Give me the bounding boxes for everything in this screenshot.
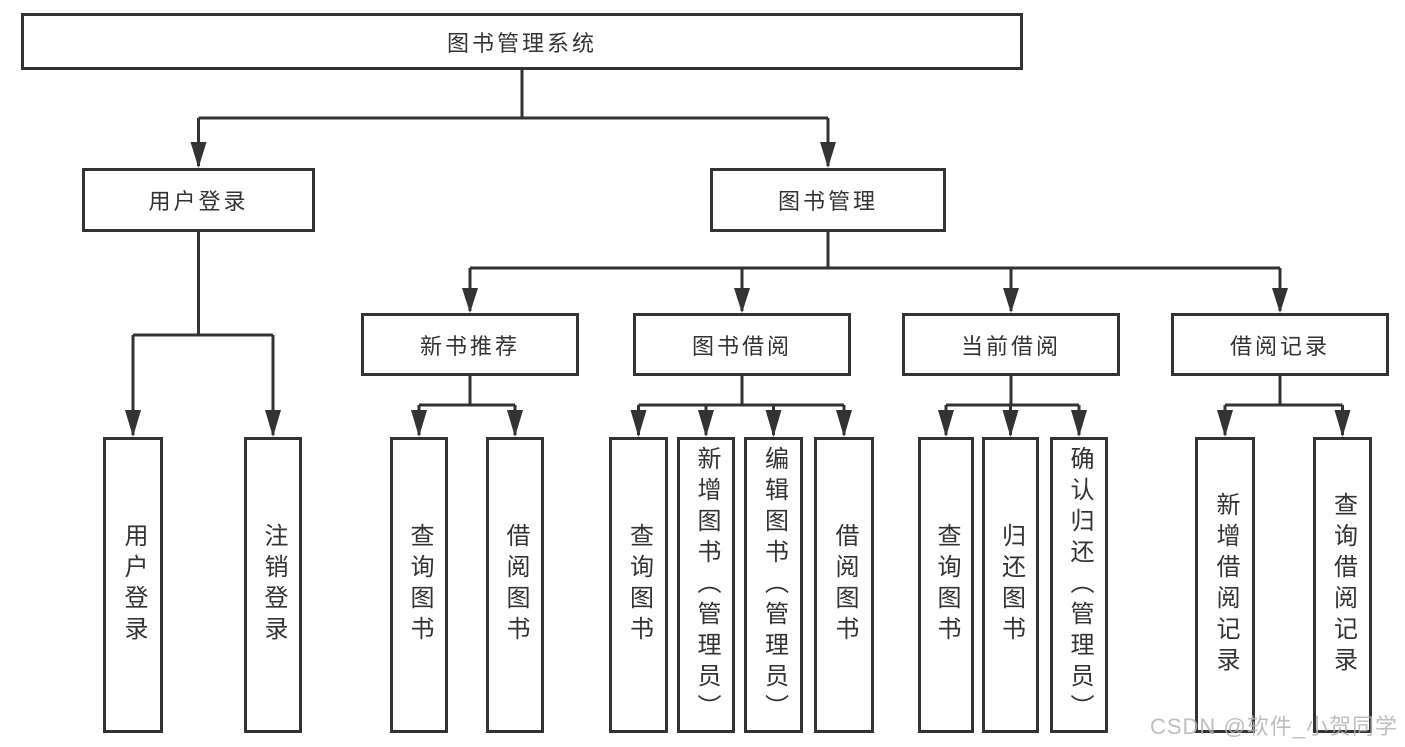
leaf-query-borrow-record: 查询借阅记录 bbox=[1313, 437, 1372, 733]
node-borrow-records-label: 借阅记录 bbox=[1229, 333, 1330, 359]
leaf-add-borrow-record-label: 新增借阅记录 bbox=[1212, 492, 1239, 678]
leaf-query-books-recommend: 查询图书 bbox=[390, 437, 448, 733]
leaf-borrow-books-label: 借阅图书 bbox=[831, 523, 858, 647]
leaf-confirm-return-admin-label: 确认归还（管理员） bbox=[1066, 445, 1093, 725]
leaf-confirm-return-admin: 确认归还（管理员） bbox=[1050, 437, 1108, 733]
node-borrow-records: 借阅记录 bbox=[1171, 313, 1389, 376]
leaf-borrow-books: 借阅图书 bbox=[814, 437, 874, 733]
leaf-return-books: 归还图书 bbox=[982, 437, 1039, 733]
leaf-edit-books-admin-label: 编辑图书（管理员） bbox=[760, 445, 788, 725]
leaf-logout-label: 注销登录 bbox=[260, 523, 287, 647]
leaf-add-borrow-record: 新增借阅记录 bbox=[1195, 437, 1255, 733]
leaf-return-books-label: 归还图书 bbox=[997, 523, 1025, 647]
leaf-add-books-admin-label: 新增图书（管理员） bbox=[693, 445, 720, 725]
leaf-add-books-admin: 新增图书（管理员） bbox=[677, 437, 735, 733]
leaf-user-login: 用户登录 bbox=[103, 437, 163, 733]
node-new-book-recommend: 新书推荐 bbox=[361, 313, 579, 376]
leaf-query-books-borrow: 查询图书 bbox=[609, 437, 668, 733]
node-user-login-label: 用户登录 bbox=[148, 189, 249, 214]
node-book-borrow-label: 图书借阅 bbox=[691, 333, 792, 359]
node-book-management-label: 图书管理 bbox=[777, 189, 878, 214]
node-user-login: 用户登录 bbox=[82, 168, 315, 232]
node-new-book-recommend-label: 新书推荐 bbox=[419, 333, 520, 359]
node-root-label: 图书管理系统 bbox=[446, 30, 597, 56]
node-root-system: 图书管理系统 bbox=[21, 13, 1023, 70]
node-book-management: 图书管理 bbox=[710, 168, 946, 232]
node-current-borrow: 当前借阅 bbox=[902, 313, 1120, 376]
leaf-query-books-recommend-label: 查询图书 bbox=[406, 523, 433, 647]
leaf-query-books-current-label: 查询图书 bbox=[933, 523, 960, 647]
leaf-query-books-borrow-label: 查询图书 bbox=[625, 523, 653, 647]
leaf-logout: 注销登录 bbox=[244, 437, 302, 733]
leaf-query-borrow-record-label: 查询借阅记录 bbox=[1329, 492, 1357, 678]
leaf-edit-books-admin: 编辑图书（管理员） bbox=[744, 437, 803, 733]
csdn-watermark: CSDN @软件_小贺同学 bbox=[1149, 714, 1398, 739]
leaf-borrow-books-recommend: 借阅图书 bbox=[486, 437, 544, 733]
node-current-borrow-label: 当前借阅 bbox=[960, 333, 1061, 359]
leaf-query-books-current: 查询图书 bbox=[918, 437, 974, 733]
leaf-borrow-books-recommend-label: 借阅图书 bbox=[502, 523, 529, 647]
leaf-user-login-label: 用户登录 bbox=[120, 523, 147, 647]
node-book-borrow: 图书借阅 bbox=[633, 313, 851, 376]
